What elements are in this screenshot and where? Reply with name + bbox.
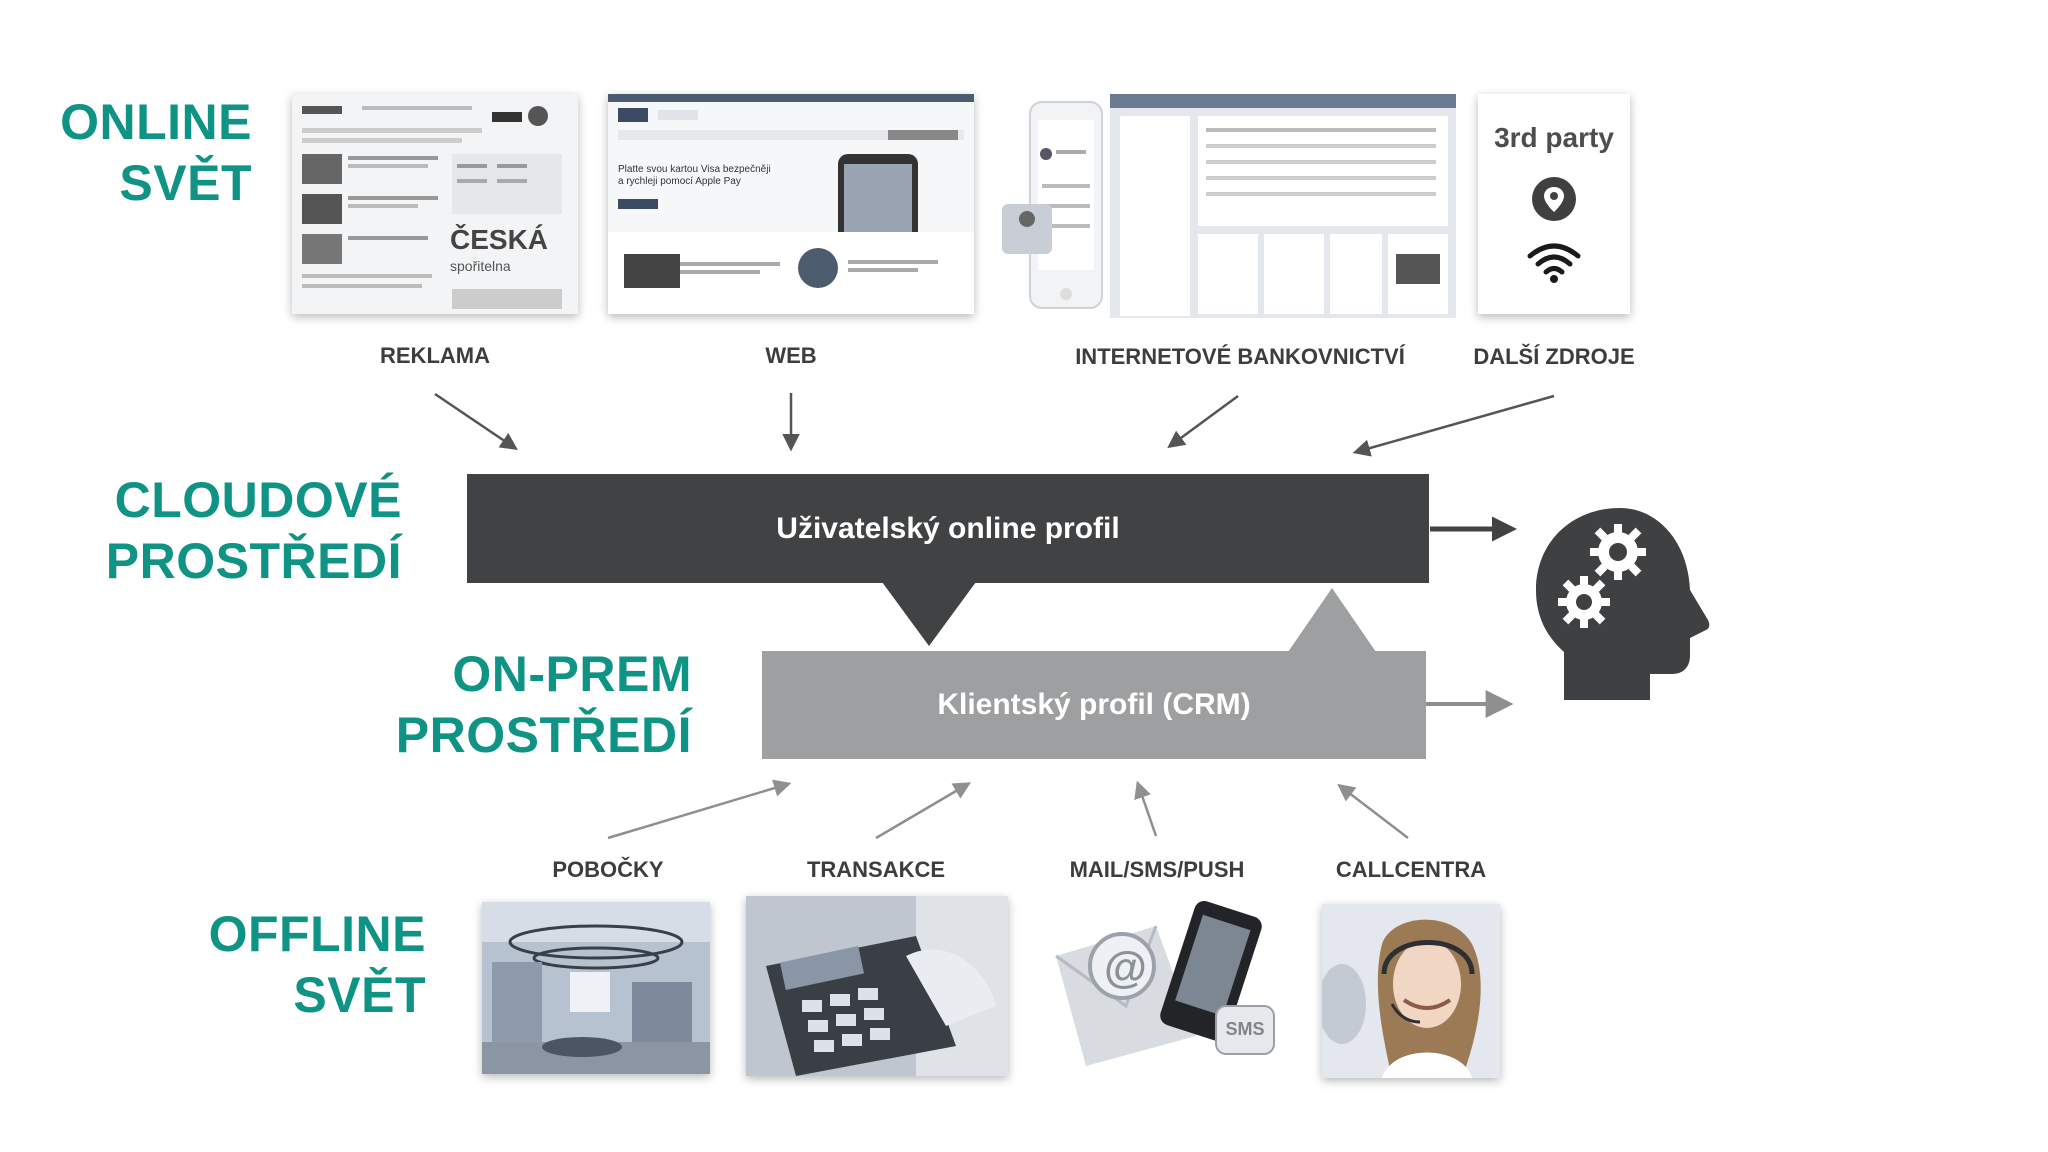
cloud-profile-bar: Uživatelský online profil: [467, 474, 1429, 583]
payment-terminal-thumbnail: [746, 896, 1008, 1076]
caption-dalsi-zdroje: DALŠÍ ZDROJE: [1473, 344, 1635, 369]
cloud-title-line1: CLOUDOVÉ: [114, 472, 402, 528]
caption-web: WEB: [765, 343, 817, 368]
caption-reklama: REKLAMA: [380, 343, 490, 368]
sms-badge: SMS: [1225, 1019, 1265, 1039]
onprem-profile-label: Klientský profil (CRM): [937, 688, 1251, 721]
online-world-title: ONLINE SVĚT: [40, 92, 252, 214]
callcenter-photo-icon: [1322, 904, 1500, 1078]
web-page-screenshot-icon: [608, 94, 974, 314]
payment-terminal-photo-icon: [746, 896, 1008, 1076]
caption-mail-sms-push: MAIL/SMS/PUSH: [1069, 857, 1245, 882]
onprem-world-title: ON-PREM PROSTŘEDÍ: [360, 644, 692, 766]
third-party-thumbnail: 3rd party: [1478, 94, 1630, 314]
head-gears-icon: [1536, 508, 1710, 700]
caption-callcentra: CALLCENTRA: [1335, 857, 1487, 882]
cloud-pointer-down: [882, 582, 976, 646]
callcenter-thumbnail: [1322, 904, 1500, 1078]
ad-page-screenshot-icon: [292, 94, 578, 314]
web-page-thumbnail: Platte svou kartou Visa bezpečněji a ryc…: [608, 94, 974, 314]
cloud-title-line2: PROSTŘEDÍ: [105, 533, 402, 589]
branch-photo-icon: [482, 902, 710, 1074]
offline-title-line1: OFFLINE: [208, 906, 426, 962]
web-text-line2: a rychleji pomocí Apple Pay: [618, 176, 741, 187]
arrow-reklama: [434, 392, 518, 450]
branch-thumbnail: [482, 902, 710, 1074]
ad-page-thumbnail: ČESKÁ spořitelna: [292, 94, 578, 314]
internet-banking-screenshot-icon: [1002, 94, 1456, 318]
wifi-icon: [1527, 243, 1581, 283]
offline-title-line2: SVĚT: [293, 967, 426, 1023]
onprem-title-line2: PROSTŘEDÍ: [395, 707, 692, 763]
cloud-profile-label: Uživatelský online profil: [776, 511, 1120, 545]
cloud-world-title: CLOUDOVÉ PROSTŘEDÍ: [60, 470, 402, 592]
mail-sms-photo-icon: @: [1055, 900, 1275, 1066]
web-text-line1: Platte svou kartou Visa bezpečněji: [618, 164, 771, 175]
arrow-transakce: [875, 782, 972, 840]
caption-internet-banking: INTERNETOVÉ BANKOVNICTVÍ: [1075, 344, 1405, 369]
third-party-label: 3rd party: [1494, 122, 1614, 153]
svg-text:@: @: [1104, 943, 1147, 992]
arrow-callcentra: [1337, 783, 1409, 839]
mail-sms-thumbnail: @ SMS: [1046, 896, 1286, 1076]
online-title-line2: SVĚT: [119, 155, 252, 211]
arrow-mail-sms-push: [1134, 780, 1158, 837]
arrow-dalsi-zdroje: [1352, 394, 1555, 457]
internet-banking-thumbnail: [1000, 94, 1456, 318]
onprem-title-line1: ON-PREM: [452, 646, 692, 702]
ad-brand-subtext: spořitelna: [450, 258, 511, 274]
onprem-pointer-up: [1288, 588, 1376, 652]
location-pin-icon: [1532, 177, 1576, 221]
offline-world-title: OFFLINE SVĚT: [170, 904, 426, 1026]
onprem-profile-bar: Klientský profil (CRM): [762, 651, 1426, 759]
caption-pobocky: POBOČKY: [552, 857, 664, 882]
ad-brand-text: ČESKÁ: [450, 224, 549, 255]
arrow-internet-banking: [1167, 394, 1239, 449]
caption-transakce: TRANSAKCE: [806, 857, 946, 882]
online-title-line1: ONLINE: [60, 94, 252, 150]
arrow-pobocky: [607, 779, 792, 840]
